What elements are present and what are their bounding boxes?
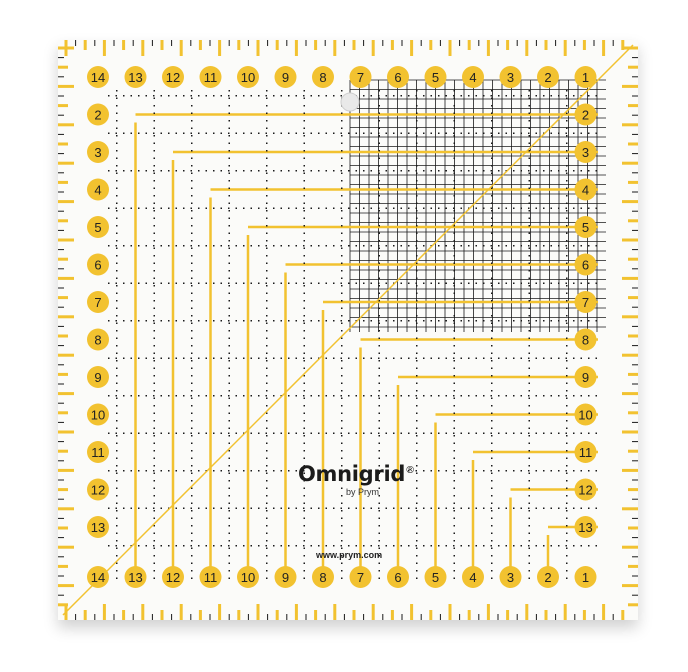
brand-logo: Omnigrid® (298, 462, 415, 486)
svg-text:2: 2 (582, 108, 589, 123)
svg-text:5: 5 (432, 570, 439, 585)
svg-text:6: 6 (94, 258, 101, 273)
svg-text:8: 8 (319, 570, 326, 585)
svg-text:5: 5 (94, 220, 101, 235)
svg-text:13: 13 (128, 570, 142, 585)
svg-text:5: 5 (432, 70, 439, 85)
svg-text:11: 11 (579, 445, 593, 460)
svg-text:13: 13 (578, 520, 592, 535)
svg-text:9: 9 (94, 370, 101, 385)
svg-text:10: 10 (241, 570, 255, 585)
svg-text:6: 6 (394, 70, 401, 85)
svg-text:14: 14 (91, 70, 105, 85)
svg-text:3: 3 (94, 145, 101, 160)
svg-text:8: 8 (319, 70, 326, 85)
svg-text:4: 4 (582, 183, 589, 198)
svg-text:6: 6 (582, 258, 589, 273)
svg-text:3: 3 (582, 145, 589, 160)
website-url: www.prym.com (316, 550, 383, 560)
svg-text:2: 2 (94, 108, 101, 123)
svg-text:9: 9 (282, 70, 289, 85)
svg-text:11: 11 (91, 445, 105, 460)
svg-text:14: 14 (91, 570, 105, 585)
svg-text:5: 5 (582, 220, 589, 235)
svg-text:10: 10 (578, 408, 592, 423)
svg-text:3: 3 (507, 70, 514, 85)
svg-text:10: 10 (241, 70, 255, 85)
svg-text:4: 4 (469, 570, 476, 585)
svg-text:10: 10 (91, 408, 105, 423)
svg-text:7: 7 (357, 70, 364, 85)
svg-text:11: 11 (204, 570, 218, 585)
svg-text:11: 11 (204, 70, 218, 85)
svg-text:4: 4 (94, 183, 101, 198)
svg-text:1: 1 (582, 570, 589, 585)
svg-text:4: 4 (469, 70, 476, 85)
svg-text:9: 9 (582, 370, 589, 385)
svg-text:3: 3 (507, 570, 514, 585)
svg-text:2: 2 (544, 570, 551, 585)
svg-text:7: 7 (357, 570, 364, 585)
svg-text:12: 12 (91, 483, 105, 498)
svg-text:9: 9 (282, 570, 289, 585)
svg-text:6: 6 (394, 570, 401, 585)
svg-text:12: 12 (166, 570, 180, 585)
svg-text:7: 7 (582, 295, 589, 310)
svg-text:13: 13 (128, 70, 142, 85)
svg-text:8: 8 (94, 333, 101, 348)
brand-byline: by Prym (346, 487, 380, 497)
svg-text:13: 13 (91, 520, 105, 535)
svg-text:12: 12 (578, 483, 592, 498)
svg-text:7: 7 (94, 295, 101, 310)
svg-text:12: 12 (166, 70, 180, 85)
svg-text:2: 2 (544, 70, 551, 85)
svg-text:1: 1 (582, 70, 589, 85)
registered-mark: ® (405, 465, 415, 476)
svg-text:8: 8 (582, 333, 589, 348)
